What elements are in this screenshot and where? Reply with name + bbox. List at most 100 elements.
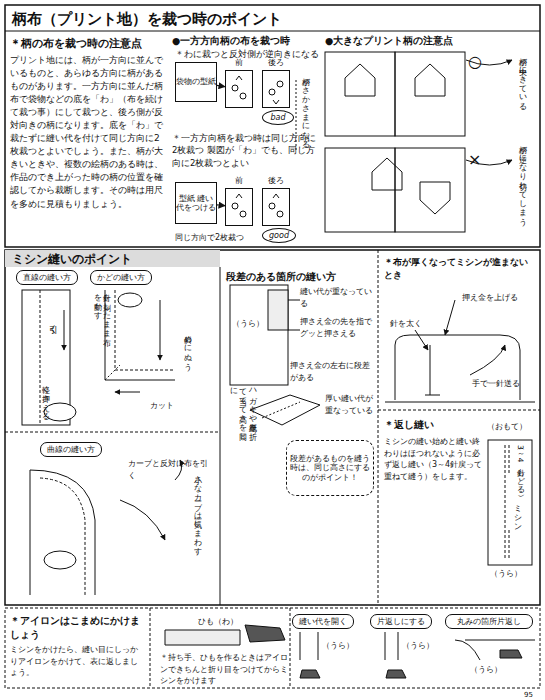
- illustration-stroke: [64, 310, 65, 350]
- illustration-stroke: [378, 410, 540, 411]
- note: ＊わに裁つと反対側が逆向きになる: [175, 48, 325, 60]
- note-text: 斜めにぬう: [182, 330, 192, 375]
- illustration-stroke: [385, 632, 398, 660]
- illustration-stroke: [372, 158, 402, 190]
- note: 同じ方向で2枚裁つ: [175, 232, 265, 244]
- illustration-stroke: [245, 625, 285, 642]
- heading-box: 曲線の縫い方: [40, 442, 102, 457]
- illustration-stroke: [300, 632, 318, 660]
- node-text: 丸みの箇所片返し: [457, 617, 521, 627]
- illustration-stroke: [105, 365, 120, 380]
- illustration-stroke: [415, 64, 445, 96]
- illustration-stroke: [150, 608, 151, 688]
- illustration-stroke: [395, 335, 520, 400]
- note-text: 95: [524, 690, 544, 700]
- note-text: 押さえ金の先を指でグッと押さえる: [300, 316, 372, 339]
- fabric-piece: 後ろ: [262, 70, 290, 108]
- note: ＊一方方向柄を裁つ時は同じ方向に2枚裁つ 製図が「わ」でも、同じ方向に2枚裁つと…: [172, 132, 317, 169]
- illustration-stroke: [505, 445, 506, 560]
- illustration-stroke: [30, 470, 95, 595]
- node-text: 片返しにする: [377, 617, 425, 627]
- illustration-stroke: [5, 432, 220, 433]
- node-text: 前: [226, 176, 252, 186]
- connector-arrow: [217, 85, 225, 86]
- pattern-box: 型紙 縫い代をつける: [175, 182, 217, 224]
- sub-heading: ＊アイロンはこまめにかけましょう: [10, 614, 145, 642]
- illustration-stroke: [262, 402, 300, 418]
- body-text: プリント地には、柄が一方向に並んでいるものと、あらゆる方向に柄があるものがありま…: [10, 54, 168, 211]
- illustration-stroke: [236, 76, 242, 80]
- illustration-stroke: [120, 500, 165, 540]
- illustration-stroke: [386, 670, 406, 678]
- note-text: ミシンの縫い始めと縫い終わりはほつれないように必ず返し縫い（3～4針戻って重ねて…: [384, 436, 484, 482]
- note-text: 軽く押さえる: [40, 380, 50, 430]
- heading-box: かどの縫い方: [90, 270, 152, 285]
- note-text: （うら）: [402, 640, 442, 652]
- illustration-stroke: [277, 211, 283, 217]
- note-text: （うら）: [490, 568, 535, 580]
- node-text: bad: [270, 113, 285, 123]
- mark-bad: ×: [468, 148, 488, 171]
- illustration-stroke: [273, 194, 279, 198]
- frames: [5, 5, 540, 688]
- illustration-stroke: [509, 445, 510, 475]
- sewing-machine: [385, 300, 535, 402]
- note-text: 手で一針送る: [472, 378, 532, 390]
- corner-seam: [105, 290, 175, 392]
- note-text: 小さなカーブは一気にまわす: [192, 470, 202, 570]
- sub-heading: ＊布が厚くなってミシンが進まないとき: [384, 256, 534, 282]
- note-text: 針を刺したまま布を動かす: [92, 288, 111, 338]
- section-heading: ミシン縫いのポイント: [12, 251, 212, 268]
- note-text: （うら）: [470, 664, 510, 676]
- illustration-stroke: [269, 203, 275, 209]
- page-title: 柄布（プリント地）を裁つ時のポイント: [12, 9, 282, 31]
- note-text: 厚い縫い代が重なっている: [325, 393, 375, 416]
- curve-seam: [30, 460, 182, 595]
- backstitch: [488, 440, 532, 565]
- illustration-stroke: [488, 440, 532, 565]
- illustration-stroke: [5, 31, 540, 32]
- sub-heading: ●一方方向柄の布を裁つ時: [172, 34, 322, 48]
- illustration-stroke: [105, 290, 175, 380]
- note-text: （おもて）: [487, 421, 539, 433]
- illustration-stroke: [268, 290, 288, 330]
- illustration-stroke: [5, 5, 540, 247]
- illustration-stroke: [230, 285, 288, 385]
- note-text: 押さえ金の左右に段差がある: [290, 360, 375, 383]
- fabric-piece: 前: [225, 188, 253, 226]
- node-text: 前: [226, 58, 252, 68]
- verdict-bubble: good: [262, 228, 296, 243]
- illustration-stroke: [345, 64, 375, 96]
- note-text: ハガキや厚紙を折って当てて高さを同じに: [228, 382, 257, 442]
- illustration-stroke: [500, 650, 522, 658]
- note-text: ミシンをかけたら、縫い目にしっかりアイロンをかけて、表に返しましょう。: [10, 644, 145, 679]
- connector-arrow: [217, 204, 225, 206]
- node-text: 縫い代を開く: [299, 617, 347, 627]
- sub-heading: ＊返し縫い: [384, 418, 484, 432]
- note: 柄が逆になり切れてしまう: [517, 140, 527, 240]
- note-text: 針を太く: [390, 318, 440, 330]
- illustration-stroke: [470, 345, 505, 375]
- node-text: 後ろ: [263, 58, 289, 68]
- illustration-stroke: [5, 608, 540, 688]
- node-text: good: [269, 231, 289, 241]
- illustration-stroke: [240, 211, 246, 217]
- verdict-bubble: bad: [262, 110, 294, 125]
- illustration-stroke: [115, 290, 175, 370]
- illustration-stroke: [273, 100, 279, 104]
- heading-box: 縫い代を開く: [292, 614, 354, 629]
- node-text: 曲線の縫い方: [47, 445, 95, 455]
- node-text: かどの縫い方: [97, 273, 145, 283]
- illustration-stroke: [300, 670, 320, 678]
- sub-heading: 段差のある箇所の縫い方: [226, 270, 376, 284]
- illustration-stroke: [165, 630, 240, 645]
- illustration-stroke: [288, 300, 300, 330]
- illustration-stroke: [269, 89, 275, 95]
- fabric-piece: 後ろ: [262, 188, 290, 226]
- illustration-stroke: [40, 290, 41, 425]
- illustration-stroke: [378, 250, 379, 605]
- illustration-stroke: [509, 530, 510, 560]
